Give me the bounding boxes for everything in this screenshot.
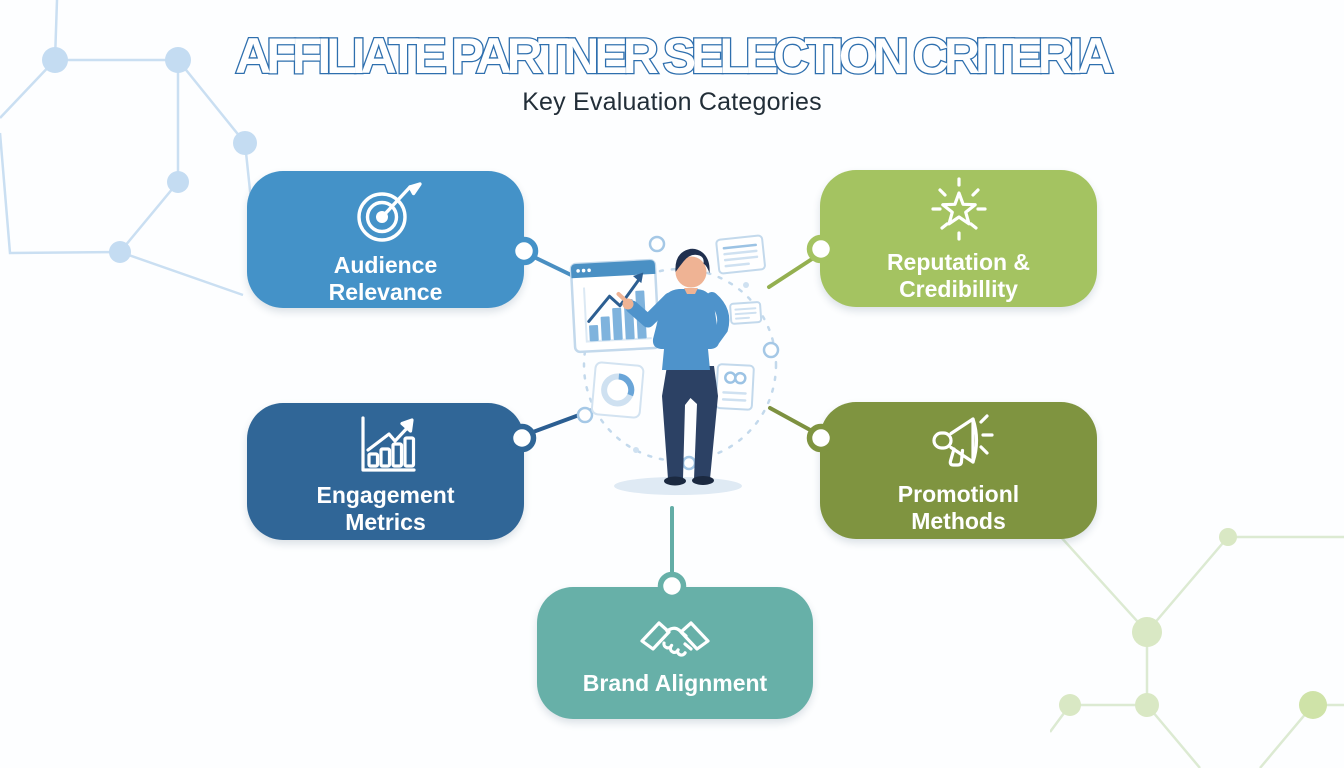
person-hair [675, 248, 710, 274]
connector-promotional [768, 406, 814, 433]
person-pointing-arm [625, 292, 677, 328]
document-card [715, 234, 766, 275]
analyst-illustration [569, 234, 780, 495]
bar-chart-icon [360, 416, 416, 472]
decor-rings [576, 235, 780, 471]
category-card-audience-relevance: Audience Relevance [247, 171, 524, 308]
category-label: Promotionl Methods [897, 481, 1020, 534]
megaphone-icon [931, 414, 994, 467]
person-shoe [664, 476, 686, 486]
handshake-icon [640, 621, 710, 657]
sparkle-star-icon [930, 177, 987, 241]
category-label: Brand Alignment [582, 669, 768, 696]
chart-axes [582, 287, 652, 343]
category-card-promotional-methods: Promotionl Methods [820, 402, 1097, 539]
person-pants [662, 366, 718, 479]
network-pattern-bottom-right [1050, 524, 1344, 768]
browser-dots [576, 268, 591, 273]
chart-trend-arrow [632, 272, 644, 284]
person-hand [622, 298, 634, 310]
decor-dots [593, 282, 749, 453]
dashed-orbit-circle [582, 267, 778, 463]
chart-trend-line [587, 277, 642, 323]
category-label: Audience Relevance [328, 252, 443, 305]
pie-chart-card [590, 361, 645, 419]
page-subtitle: Key Evaluation Categories [522, 88, 822, 116]
person-shoe [692, 476, 714, 485]
target-icon [356, 182, 422, 242]
notes-card [729, 301, 763, 325]
chart-bars [589, 290, 647, 342]
browser-window [569, 258, 661, 354]
ground-shadow [614, 477, 742, 495]
person-head [675, 256, 707, 288]
connector-engagement [531, 406, 600, 434]
category-card-engagement-metrics: Engagement Metrics [247, 403, 524, 540]
page-title: AFFILIATE PARTNER SELECTION CRITERIA [234, 28, 1115, 84]
category-label: Reputation & Credibillity [886, 249, 1031, 302]
person-torso [652, 289, 720, 370]
infinity-card [714, 363, 755, 411]
connector-reputation [767, 257, 814, 289]
category-card-brand-alignment: Brand Alignment [537, 587, 813, 719]
category-card-reputation-credibility: Reputation & Credibillity [820, 170, 1097, 307]
person-left-arm [706, 292, 730, 346]
connector-audience [534, 256, 600, 290]
category-label: Engagement Metrics [316, 482, 455, 535]
person [616, 248, 730, 486]
browser-titlebar [571, 260, 656, 279]
